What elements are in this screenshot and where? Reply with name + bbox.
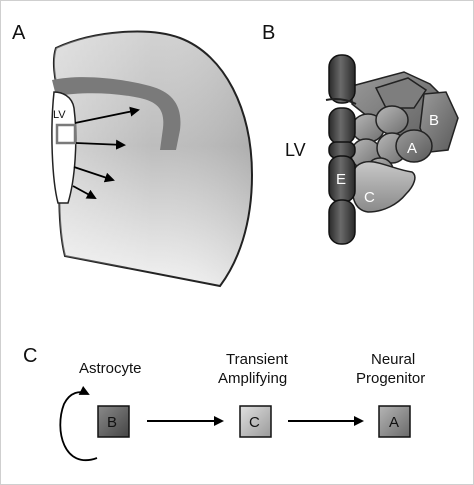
stage-box-b-label: B (107, 414, 117, 431)
migration-arrow-1 (74, 106, 140, 124)
stage-neural-name-line1: Neural (371, 351, 415, 368)
stage-transient-name-line1: Transient (226, 351, 289, 368)
type-b-cell-top (374, 77, 428, 109)
ependymal-cell-5 (328, 199, 356, 245)
stage-box-c (239, 405, 272, 438)
panel-a-label: A (12, 22, 26, 44)
panel-a-lv-label: LV (53, 109, 66, 121)
panel-b: B LV B A E C (262, 22, 459, 245)
stage-box-a-label: A (389, 414, 399, 431)
type-b-cell-process (325, 98, 357, 105)
ependymal-cell-1 (328, 54, 356, 104)
lateral-ventricle (51, 91, 77, 204)
stage-box-b (97, 405, 130, 438)
brain-shading (53, 31, 253, 287)
panel-b-label: B (262, 22, 275, 44)
panel-c: C Astrocyte Transient Amplifying Neural … (23, 345, 425, 461)
cell-label-a: A (407, 140, 417, 157)
migration-arrow-3 (73, 166, 115, 183)
self-renewal-arrow (59, 385, 98, 461)
stage-astrocyte-name: Astrocyte (79, 360, 142, 377)
cell-label-e: E (336, 171, 346, 188)
stage-transient-name-line2: Amplifying (218, 370, 287, 387)
stage-neural-name-line2: Progenitor (356, 370, 425, 387)
panel-c-label: C (23, 345, 37, 367)
cell-label-b: B (429, 112, 439, 129)
ependymal-cell-2 (328, 107, 356, 145)
panel-a: A LV (12, 22, 254, 288)
cell-label-c: C (364, 189, 375, 206)
type-a-cell-2 (375, 105, 409, 135)
type-a-cell-labeled (395, 129, 433, 163)
stage-box-a (378, 405, 411, 438)
stage-box-c-label: C (249, 414, 260, 431)
svz-region-box (55, 123, 77, 145)
white-matter-band (52, 77, 181, 150)
type-c-cell (351, 160, 416, 213)
migration-arrow-4 (72, 185, 97, 199)
migration-arrow-2 (75, 139, 126, 150)
panel-b-lv-label: LV (285, 140, 306, 160)
